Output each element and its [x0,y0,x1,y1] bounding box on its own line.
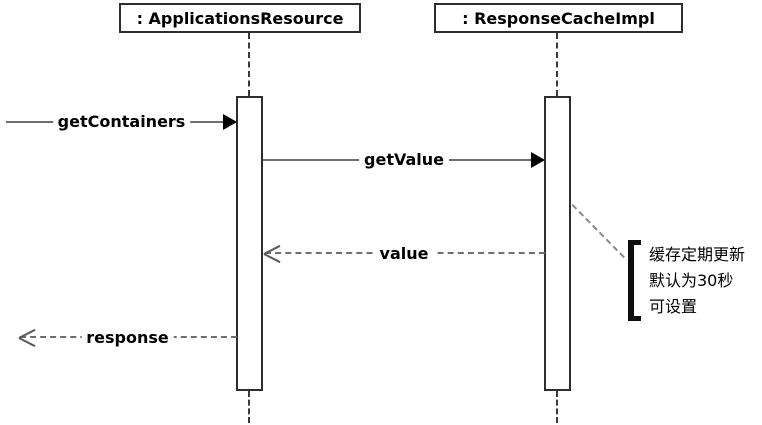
lifeline-head-applications-resource: : ApplicationsResource [119,3,361,33]
activation-bar-applications-resource [236,96,263,391]
lifeline-name: : ResponseCacheImpl [462,8,655,28]
message-getcontainers: getContainers [6,112,237,133]
lifeline-dash-bottom-right [556,391,558,423]
activation-bar-response-cache-impl [544,96,571,391]
message-getvalue: getValue [263,150,545,171]
annotation-bracket-icon [628,240,641,321]
message-response: response [18,328,237,349]
annotation-line: 默认为30秒 [649,271,734,290]
annotation-line: 可设置 [649,297,698,316]
lifeline-dash-bottom-left [248,391,250,423]
lifeline-dash-top-right [556,33,558,96]
message-value: value [263,244,545,265]
lifeline-dash-top-left [248,33,250,96]
annotation-connector-line [571,204,625,259]
filled-arrowhead-icon [531,152,545,168]
filled-arrowhead-icon [223,114,237,130]
annotation-line: 缓存定期更新 [649,245,746,264]
lifeline-head-response-cache-impl: : ResponseCacheImpl [434,3,683,33]
message-label: value [374,245,434,263]
open-arrowhead-icon [18,337,36,348]
lifeline-name: : ApplicationsResource [136,8,344,28]
message-label: getValue [359,151,449,169]
message-label: getContainers [52,113,191,131]
open-arrowhead-icon [263,253,281,264]
message-label: response [81,329,174,347]
annotation-text: 缓存定期更新 默认为30秒 可设置 [649,242,761,320]
